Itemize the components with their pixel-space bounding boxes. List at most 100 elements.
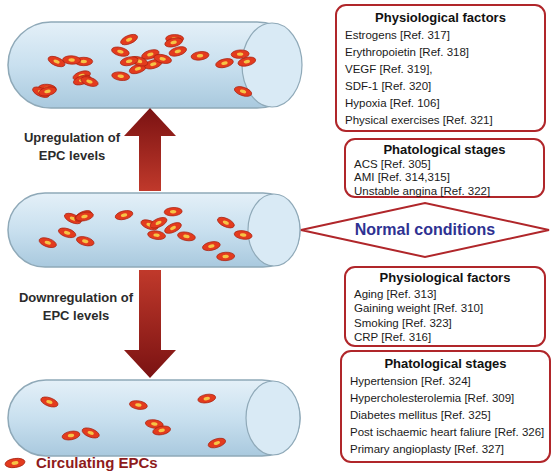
box-heading: Phatological stages	[350, 354, 541, 373]
list-item: Hypertension [Ref. 324]	[350, 373, 541, 390]
epc-cell	[164, 207, 182, 216]
epc-cell	[231, 49, 249, 58]
blood-vessel	[8, 193, 300, 267]
list-item: AMI [Ref. 314,315]	[354, 171, 535, 185]
epc-cell	[197, 393, 216, 404]
cell-nucleus	[240, 233, 247, 237]
cell-body	[61, 430, 80, 441]
cell-body	[231, 49, 249, 58]
upregulation-arrow	[124, 108, 176, 191]
cell-body	[119, 32, 139, 47]
box-heading: Phatological stages	[354, 142, 535, 158]
epc-cell	[177, 231, 196, 243]
cell-nucleus	[197, 54, 204, 58]
cell-nucleus	[150, 62, 157, 67]
cell-body	[129, 399, 148, 410]
epc-cell	[207, 436, 227, 449]
legend-cell-symbol	[4, 457, 25, 469]
cell-body	[39, 395, 59, 409]
epc-cell	[152, 425, 171, 437]
cell-body	[234, 230, 253, 241]
epc-cell	[202, 240, 221, 252]
cell-body	[216, 252, 234, 261]
list-item: Smoking [Ref. 323]	[354, 316, 536, 331]
cell-nucleus	[237, 52, 244, 56]
cell-body	[215, 57, 234, 69]
cell-body	[111, 71, 130, 82]
cell-nucleus	[80, 60, 86, 63]
epc-cell	[191, 50, 210, 61]
epc-cell	[216, 215, 236, 230]
cell-nucleus	[158, 428, 165, 433]
epc-cell	[39, 395, 59, 409]
list-item: Primary angioplasty [Ref. 327]	[350, 441, 541, 458]
cell-body	[233, 85, 253, 99]
cell-nucleus	[134, 66, 141, 71]
cell-body	[81, 426, 101, 440]
cell-body	[38, 85, 57, 97]
cell-nucleus	[81, 214, 88, 219]
list-item: ACS [Ref. 305]	[354, 158, 535, 172]
cell-nucleus	[170, 40, 177, 45]
diamond-shape	[301, 203, 549, 257]
epc-cell	[149, 215, 169, 230]
cell-nucleus	[125, 37, 132, 43]
epc-cell	[233, 85, 253, 99]
box-heading: Physiological factors	[354, 270, 536, 287]
cell-nucleus	[86, 79, 93, 84]
epc-cell	[164, 36, 183, 48]
epc-cell	[61, 430, 80, 441]
epc-cell	[62, 55, 80, 64]
stage-box: Phatological stagesACS [Ref. 305]AMI [Re…	[344, 138, 545, 198]
cell-body	[152, 425, 171, 437]
blood-vessel	[8, 380, 300, 456]
cell-nucleus	[221, 61, 228, 66]
list-item: Estrogens [Ref. 317]	[345, 27, 536, 44]
epc-cell	[111, 71, 130, 82]
cell-body	[114, 209, 133, 221]
cell-body	[177, 231, 196, 243]
cell-nucleus	[11, 461, 18, 466]
cell-nucleus	[53, 59, 60, 65]
cell-nucleus	[68, 433, 75, 437]
cell-body	[202, 240, 221, 252]
cell-body	[216, 215, 236, 230]
epc-cell	[216, 252, 234, 261]
epc-cell	[57, 226, 77, 239]
list-item: Unstable angina [Ref. 322]	[354, 185, 535, 199]
cell-body	[4, 457, 25, 469]
cell-nucleus	[126, 59, 133, 64]
cell-nucleus	[239, 89, 246, 94]
cell-body	[62, 55, 80, 64]
cell-body	[149, 215, 169, 230]
legend-entry: Circulating EPCs	[36, 454, 158, 472]
cell-body	[80, 75, 100, 89]
cell-nucleus	[183, 234, 190, 239]
epc-cell	[81, 426, 101, 440]
list-item: Hypoxia [Ref. 106]	[345, 95, 536, 112]
epc-cell	[234, 230, 253, 241]
epc-cell	[114, 209, 133, 221]
cell-nucleus	[174, 49, 181, 54]
cell-nucleus	[151, 422, 158, 426]
epc-cell	[129, 399, 148, 410]
factor-box: Physiological factorsAging [Ref. 313]Gai…	[344, 266, 546, 347]
cell-nucleus	[155, 220, 162, 226]
list-item: CRP [Ref. 316]	[354, 330, 536, 345]
epc-cell	[153, 53, 172, 65]
list-item: SDF-1 [Ref. 320]	[345, 78, 536, 95]
cell-body	[75, 210, 94, 222]
cell-nucleus	[64, 230, 71, 235]
cell-body	[153, 53, 172, 65]
cell-body	[164, 207, 182, 216]
vessel-opening	[248, 194, 300, 266]
cell-nucleus	[203, 396, 210, 400]
cell-body	[191, 50, 210, 61]
cell-body	[111, 45, 131, 58]
cell-body	[147, 230, 166, 241]
box-heading: Normal conditions	[300, 219, 550, 241]
cell-nucleus	[44, 240, 51, 245]
cell-body	[207, 436, 227, 449]
cell-body	[38, 236, 58, 250]
cell-nucleus	[153, 233, 160, 237]
